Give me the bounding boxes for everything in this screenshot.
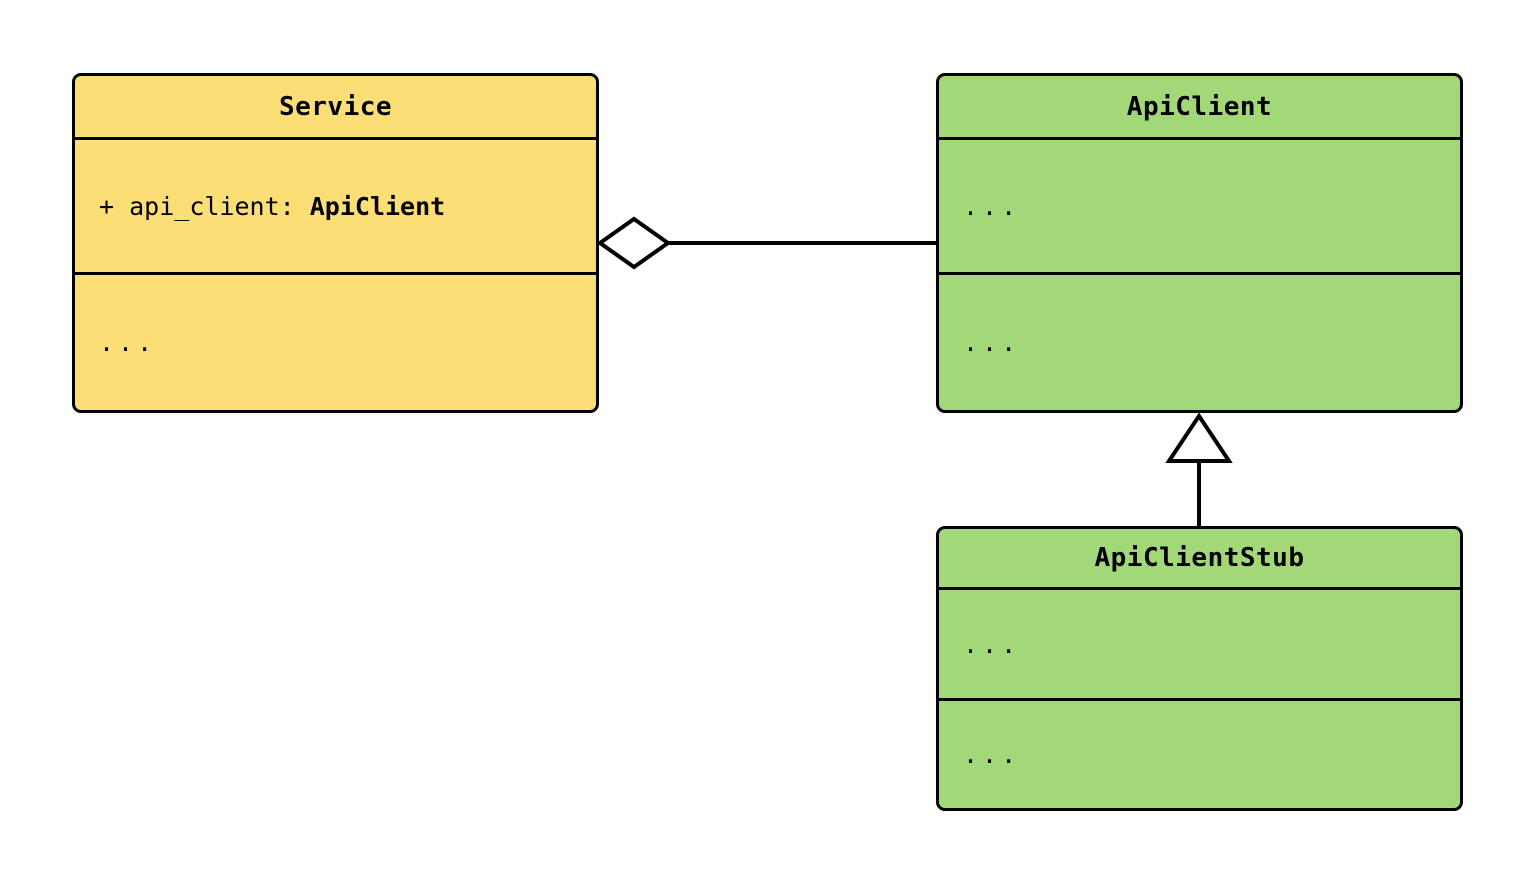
class-title-service: Service — [75, 76, 596, 140]
attribute-type: ApiClient — [309, 191, 446, 221]
class-box-service[interactable]: Service + api_client: ApiClient ... — [72, 73, 599, 413]
class-title-apiclient: ApiClient — [939, 76, 1460, 140]
attribute-visibility: + — [99, 191, 130, 221]
attributes-placeholder-text: ... — [963, 191, 1021, 221]
attributes-placeholder-text: ... — [963, 629, 1021, 659]
class-methods-apiclient: ... — [939, 275, 1460, 410]
methods-placeholder-text: ... — [963, 328, 1021, 357]
attribute-name: api_client: — [129, 191, 310, 221]
class-attributes-apiclientstub: ... — [939, 590, 1460, 701]
methods-placeholder-text: ... — [99, 328, 157, 357]
class-attributes-service: + api_client: ApiClient — [75, 140, 596, 275]
class-title-apiclientstub: ApiClientStub — [939, 529, 1460, 590]
class-methods-apiclientstub: ... — [939, 701, 1460, 808]
class-methods-service: ... — [75, 275, 596, 410]
aggregation-service-to-apiclient — [596, 216, 936, 270]
class-attributes-apiclient: ... — [939, 140, 1460, 275]
methods-placeholder-text: ... — [963, 740, 1021, 769]
class-box-apiclient[interactable]: ApiClient ... ... — [936, 73, 1463, 413]
class-box-apiclientstub[interactable]: ApiClientStub ... ... — [936, 526, 1463, 811]
hollow-diamond-icon — [596, 216, 672, 270]
generalization-stub-to-apiclient — [1165, 412, 1233, 526]
hollow-triangle-icon — [1165, 412, 1233, 463]
